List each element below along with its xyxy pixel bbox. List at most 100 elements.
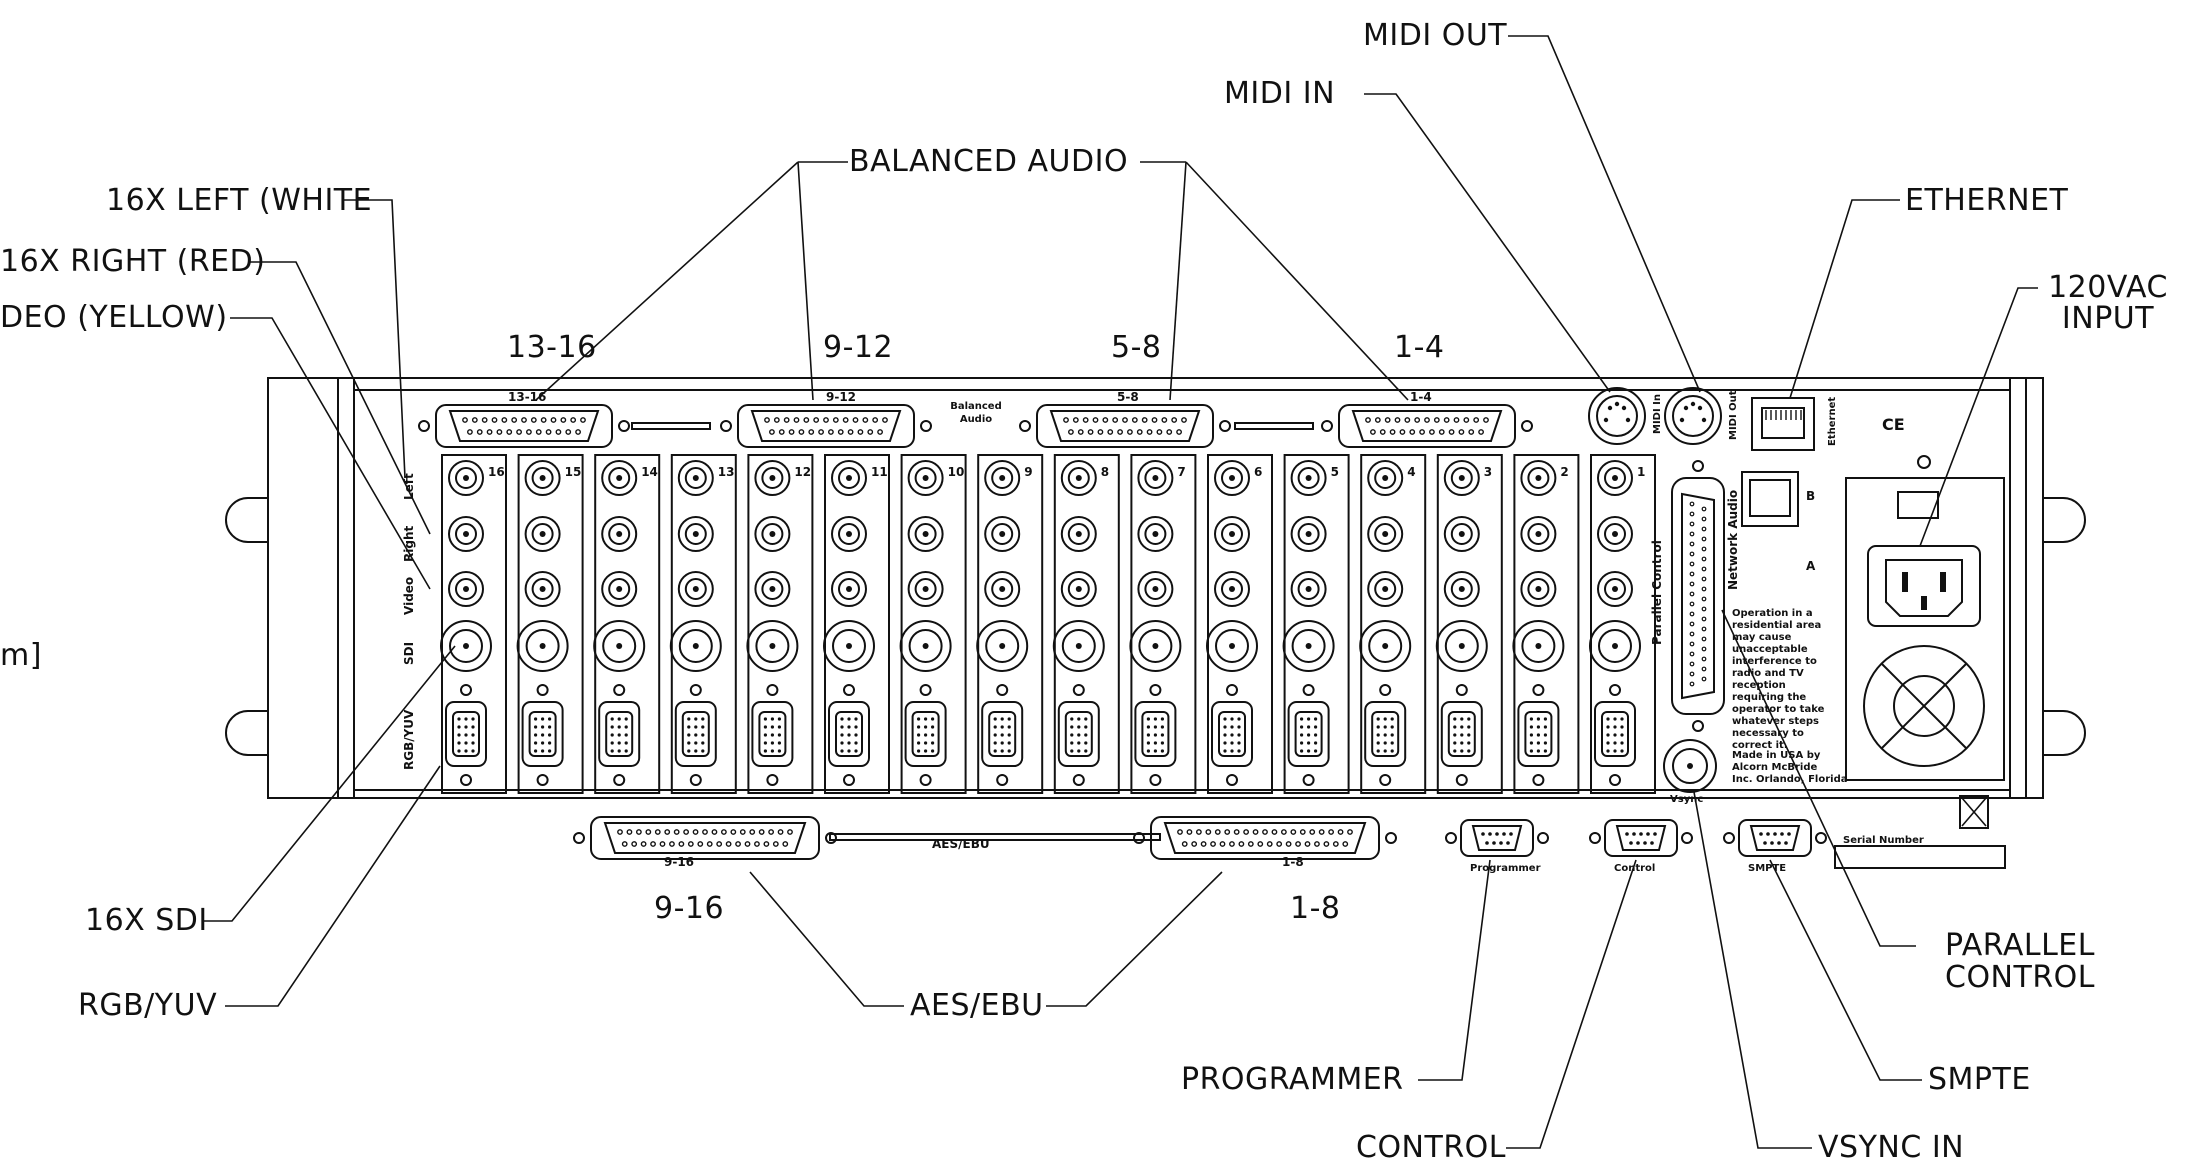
control-de9-pin xyxy=(1643,841,1647,845)
hd15-pin xyxy=(1077,725,1081,729)
row-label-video: Video xyxy=(402,576,416,615)
db50-1-8-pin xyxy=(1210,841,1216,847)
db25-5-8-flange xyxy=(1036,404,1214,448)
mount-hole xyxy=(720,420,732,432)
db25-13-16-pin xyxy=(501,417,508,423)
db25-13-16-pin xyxy=(481,417,488,423)
hd15-pin xyxy=(1070,733,1074,737)
mount-hole xyxy=(1532,774,1545,786)
chassis-outline xyxy=(225,377,2086,799)
rca-jack-ring xyxy=(1604,523,1626,545)
rca-jack-outer xyxy=(831,516,867,552)
control-de9-pin xyxy=(1639,832,1643,836)
hd15-pin xyxy=(541,741,545,745)
hd15-pin xyxy=(694,725,698,729)
rca-jack-outer xyxy=(907,516,944,552)
dsub-tag-1-4: 1-4 xyxy=(1410,390,1432,404)
bnc-jack-outer xyxy=(1129,620,1182,672)
balanced-group-5-8: 5-8 xyxy=(1111,330,1162,365)
rca-jack-ring xyxy=(1067,578,1090,600)
hd15-pin xyxy=(1314,733,1318,737)
hd15-pin xyxy=(1536,717,1540,721)
rca-jack-pin xyxy=(1535,475,1542,481)
hd15-pin xyxy=(1223,717,1227,721)
mount-hole xyxy=(1302,684,1315,696)
rca-jack-ring xyxy=(455,523,477,545)
hd15-pin xyxy=(1606,741,1610,745)
rca-jack-outer xyxy=(1060,460,1097,496)
rca-jack-ring xyxy=(1221,578,1243,600)
db50-1-8-pin xyxy=(1229,841,1235,847)
mount-hole xyxy=(1379,684,1392,696)
db37-pin xyxy=(1689,591,1695,597)
leader-vsync-in xyxy=(1693,791,1812,1149)
panel-bar xyxy=(1234,422,1314,430)
db37-pin xyxy=(1689,531,1695,537)
rca-jack-ring xyxy=(914,467,937,489)
panel-outline xyxy=(337,377,2027,799)
hd15-insert xyxy=(1141,711,1170,757)
hd15-pin xyxy=(471,733,475,737)
db25-1-4-pin xyxy=(1394,417,1401,423)
mount-hole xyxy=(1692,460,1704,472)
midi-in-label: MIDI IN xyxy=(1224,76,1336,111)
db25-9-12-pin xyxy=(769,429,775,435)
bnc-jack-pin xyxy=(999,643,1006,649)
rca-jack-outer xyxy=(677,516,714,552)
db50-1-8-pin xyxy=(1262,829,1268,835)
channel-number: 11 xyxy=(871,465,888,479)
db25-9-12-pin xyxy=(828,429,834,435)
hd15-shell xyxy=(1211,701,1253,767)
db25-13-16-pin xyxy=(476,429,483,435)
bnc-jack-pin xyxy=(692,643,699,649)
db50-1-8-pin xyxy=(1205,829,1212,835)
weee-cross xyxy=(1961,797,1987,827)
db25-5-8-pin xyxy=(1117,429,1123,435)
hd15-pin xyxy=(1390,749,1394,753)
hd15-pin xyxy=(1453,717,1457,721)
rca-jack-outer xyxy=(907,571,944,607)
bnc-jack-pin xyxy=(539,643,546,649)
rca-jack-ring xyxy=(838,467,860,489)
db25-9-12-pin xyxy=(823,417,829,423)
hd15-pin xyxy=(1146,749,1150,753)
bnc-jack-outer xyxy=(1052,620,1105,672)
rca-jack-pin xyxy=(616,531,623,537)
db25-1-4-pin xyxy=(1374,417,1381,423)
mount-hole xyxy=(418,420,430,432)
midi-din-pin xyxy=(1614,401,1620,407)
hd15-pin xyxy=(624,749,628,753)
vsync-tag: Vsync xyxy=(1670,794,1704,805)
hd15-pin xyxy=(457,717,461,721)
db50-9-16-pin xyxy=(687,841,694,847)
db25-5-8-pin xyxy=(1087,429,1094,435)
db25-1-4-pin xyxy=(1384,417,1391,423)
db25-5-8-shell xyxy=(1049,410,1201,442)
rca-jack-ring xyxy=(1144,578,1167,600)
hd15-pin xyxy=(1529,725,1533,729)
db25-1-4-pin xyxy=(1448,429,1455,435)
hd15-pin xyxy=(1613,725,1617,729)
leader-balanced-5-8 xyxy=(1169,161,1187,401)
bnc-jack-inner xyxy=(832,629,866,663)
hd15-pin xyxy=(1084,741,1088,745)
hd15-pin xyxy=(1000,733,1004,737)
hd15-shell xyxy=(904,701,947,767)
iec-pin xyxy=(1902,572,1908,592)
mount-hole xyxy=(1455,684,1468,696)
control-label: CONTROL xyxy=(1356,1130,1506,1165)
hd15-shell xyxy=(751,701,794,767)
hd15-pin xyxy=(534,733,538,737)
leader-right-red xyxy=(248,261,431,535)
hd15-pin xyxy=(471,741,475,745)
rca-jack-outer xyxy=(1060,571,1097,607)
hd15-pin xyxy=(777,725,782,729)
mount-hole xyxy=(1321,420,1333,432)
db25-5-8-pin xyxy=(1131,417,1138,423)
hd15-pin xyxy=(1300,725,1304,729)
hd15-pin xyxy=(924,741,928,745)
db25-13-16-pin xyxy=(491,417,498,423)
hd15-pin xyxy=(1007,749,1011,753)
db37-pin xyxy=(1689,661,1695,667)
rca-jack-outer xyxy=(524,571,561,607)
